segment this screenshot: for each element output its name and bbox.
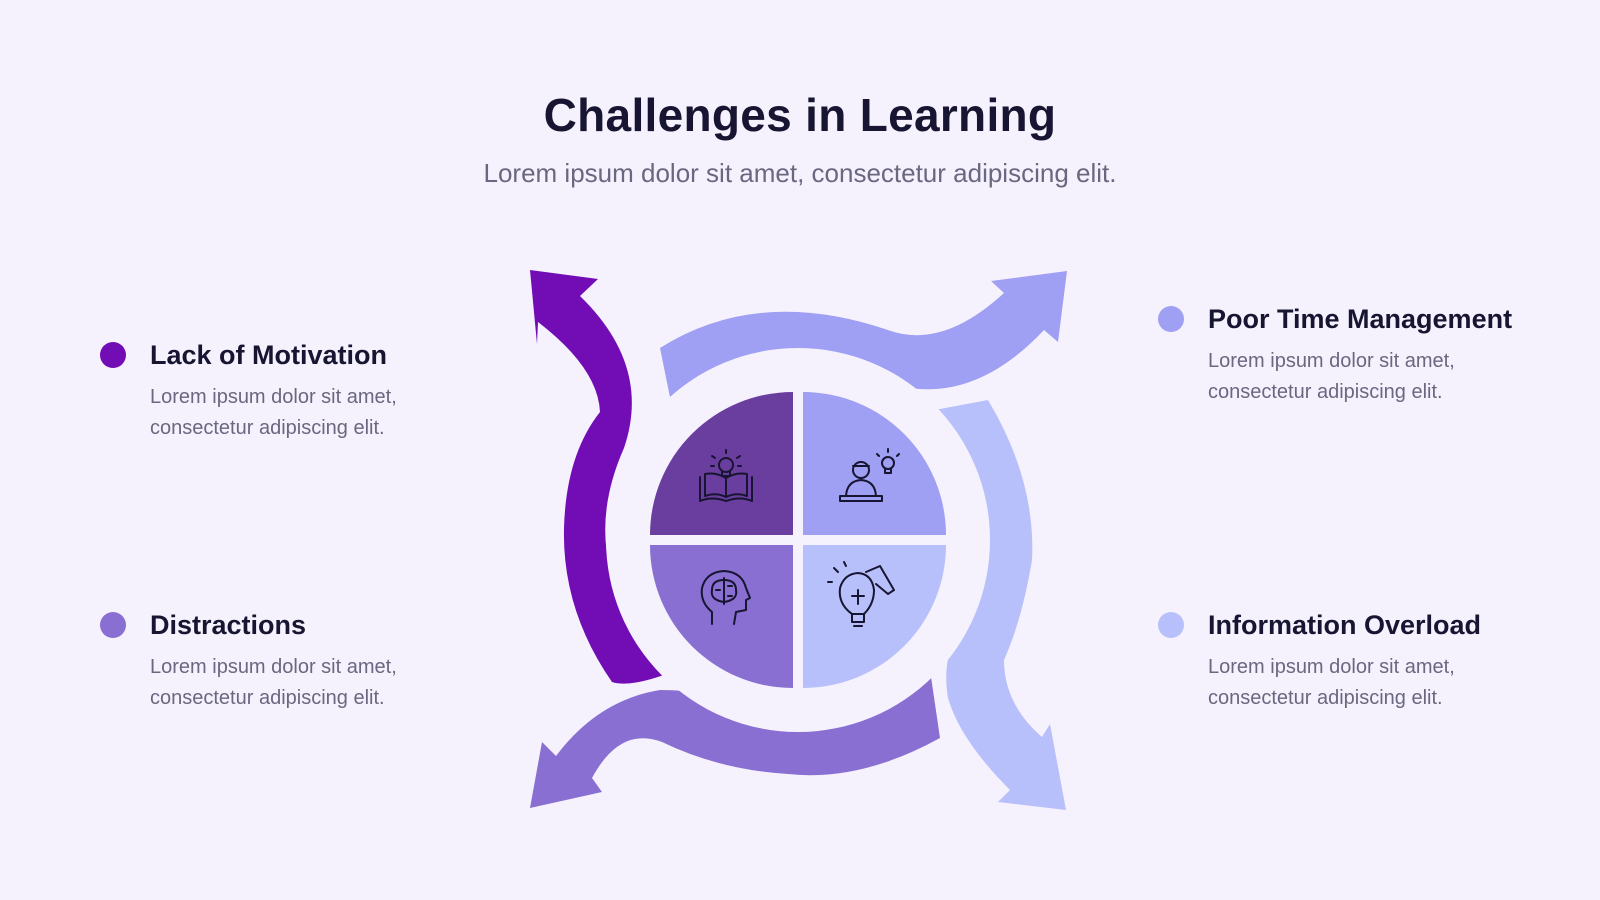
item-distractions: Distractions Lorem ipsum dolor sit amet,… xyxy=(100,608,460,714)
item-description: Lorem ipsum dolor sit amet, consectetur … xyxy=(1208,350,1455,403)
pie-ring xyxy=(606,348,990,732)
head-brain-icon xyxy=(700,570,751,625)
quadrant-top-right xyxy=(803,392,946,535)
lightbulb-puzzle-icon xyxy=(827,561,895,627)
quadrant-bottom-left xyxy=(650,545,793,688)
item-title: Information Overload xyxy=(1208,610,1482,640)
bullet-dot xyxy=(100,612,126,638)
book-lightbulb-icon xyxy=(699,449,753,502)
bullet-dot xyxy=(1158,306,1184,332)
item-information-overload: Information Overload Lorem ipsum dolor s… xyxy=(1158,608,1518,714)
student-idea-icon xyxy=(839,448,900,502)
quadrant-bottom-right xyxy=(803,545,946,688)
item-title: Lack of Motivation xyxy=(150,340,388,370)
item-lack-of-motivation: Lack of Motivation Lorem ipsum dolor sit… xyxy=(100,338,460,444)
item-description: Lorem ipsum dolor sit amet, consectetur … xyxy=(150,386,397,439)
page-subtitle: Lorem ipsum dolor sit amet, consectetur … xyxy=(483,158,1117,188)
bullet-dot xyxy=(100,342,126,368)
item-title: Poor Time Management xyxy=(1208,304,1513,334)
quadrant-top-left xyxy=(650,392,793,535)
item-title: Distractions xyxy=(150,610,307,640)
item-poor-time-management: Poor Time Management Lorem ipsum dolor s… xyxy=(1158,302,1518,408)
bullet-dot xyxy=(1158,612,1184,638)
item-description: Lorem ipsum dolor sit amet, consectetur … xyxy=(150,656,397,709)
arrow-bottom xyxy=(530,670,940,808)
arrow-right xyxy=(924,400,1066,810)
page-title: Challenges in Learning xyxy=(543,89,1057,141)
arrow-top xyxy=(660,271,1067,412)
arrow-left xyxy=(530,270,672,684)
item-description: Lorem ipsum dolor sit amet, consectetur … xyxy=(1208,656,1455,709)
